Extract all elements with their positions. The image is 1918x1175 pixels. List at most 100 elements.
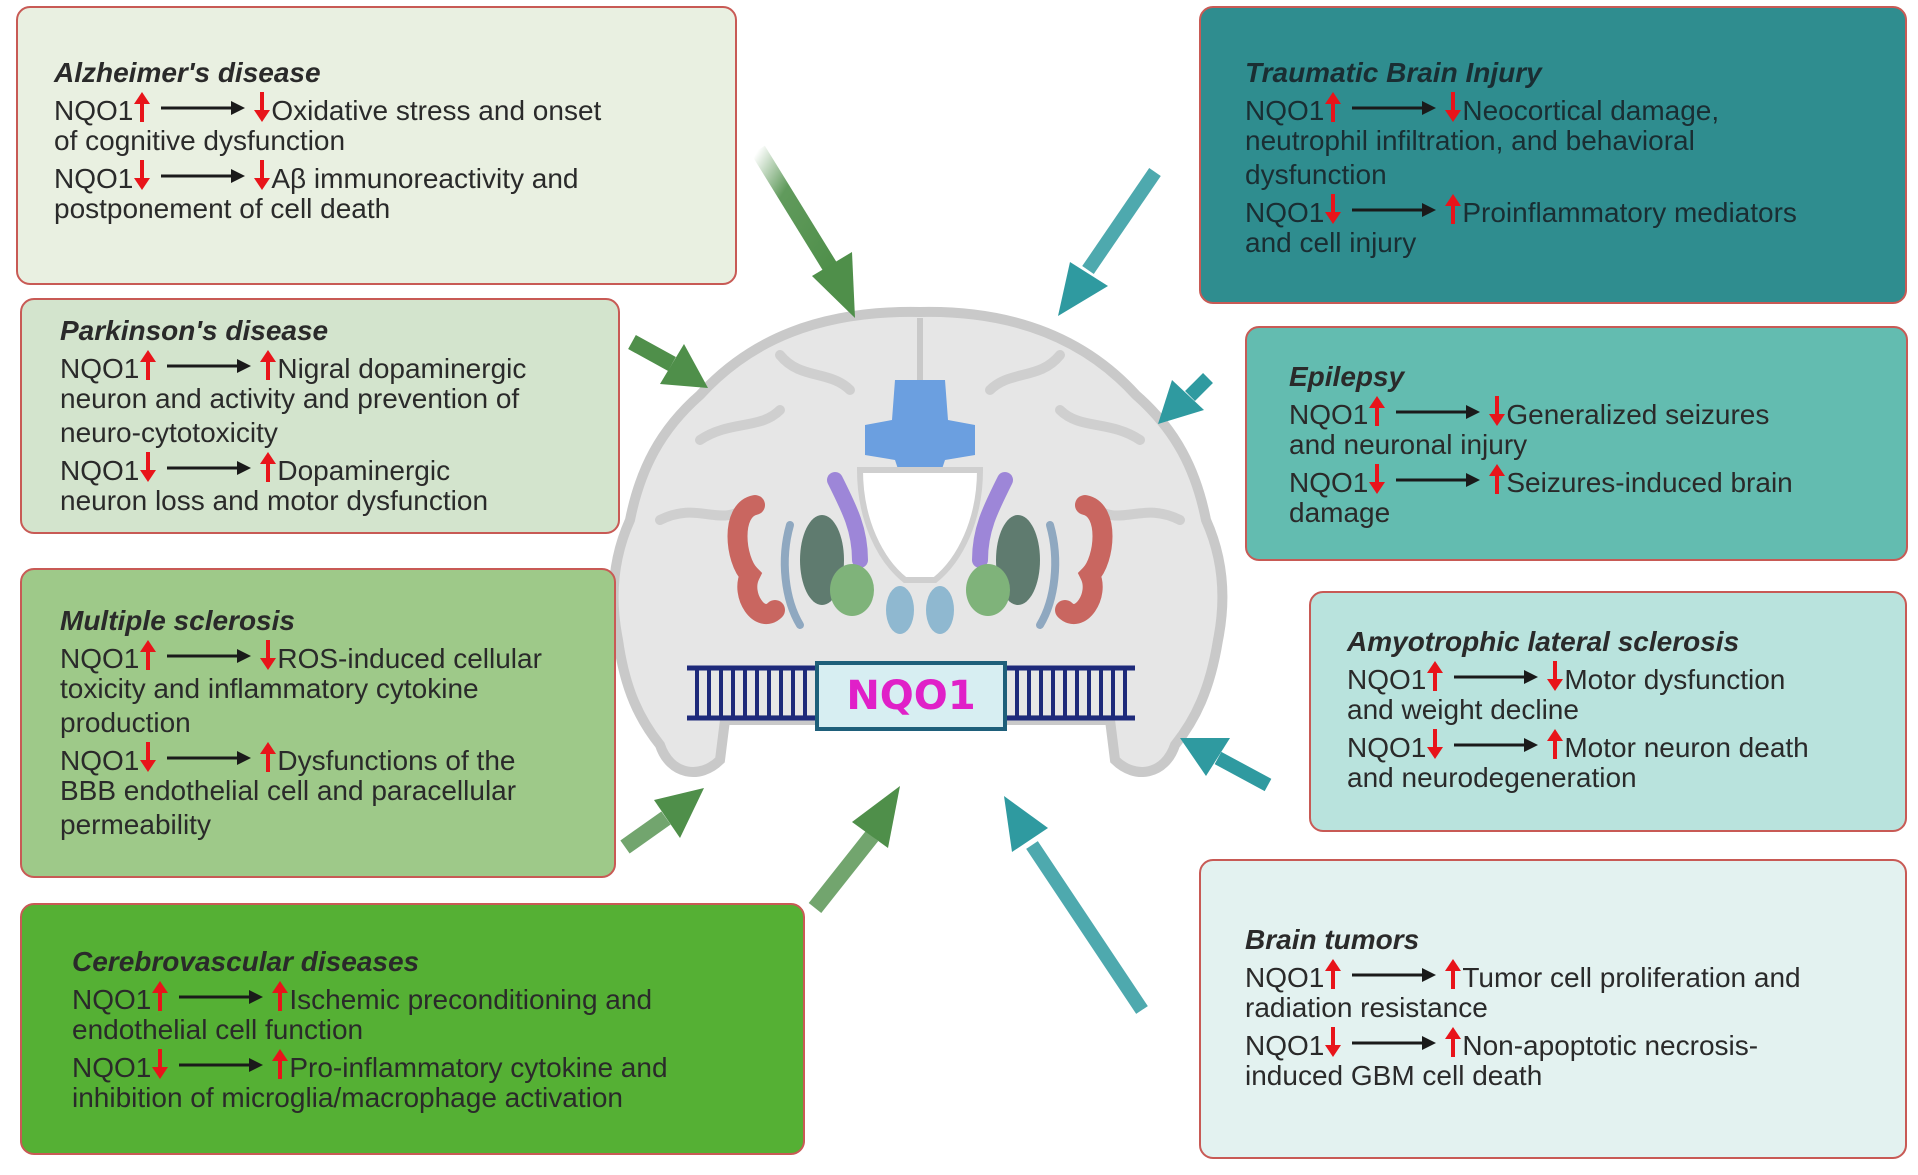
nqo1-up-arrow-icon [1324,959,1342,993]
brain-tumors-box: Brain tumors NQO1 Tumor cell proliferatio… [1199,859,1907,1159]
nqo1-down-arrow-icon [1426,729,1444,763]
box-title: Brain tumors [1245,924,1420,955]
effect-continuation-line: and weight decline [1347,694,1579,725]
effect-continuation-line: induced GBM cell death [1245,1060,1543,1091]
effect-first-line: NQO1 Neocortical damage, [1245,90,1905,126]
effect-down-arrow-icon [259,640,277,674]
effect-continuation-line: BBB endothelial cell and paracellular [60,775,517,806]
pointer-arrows-teal [1004,168,1272,1014]
effect-up-arrow-icon [271,1049,289,1083]
effect-text: Motor dysfunction [1564,664,1786,695]
connector-arrow-icon [1350,95,1438,126]
nqo1-tag: NQO1 [1245,962,1325,993]
effect-text: Oxidative stress and onset [271,95,602,126]
parkinsons-box: Parkinson's disease NQO1 Nigral dopaminer… [20,298,620,534]
nqo1-tag: NQO1 [60,455,140,486]
effect-down-arrow-icon [1488,396,1506,430]
nqo1-down-arrow-icon [1324,1027,1342,1061]
connector-arrow-icon [165,643,253,674]
connector-arrow-icon [165,745,253,776]
nqo1-up-arrow-icon [133,92,151,126]
effect-first-line: NQO1 Ischemic preconditioning and [72,979,803,1015]
effect-continuation-line: neuron loss and motor dysfunction [60,485,489,516]
effect-text: Non-apoptotic necrosis- [1462,1030,1759,1061]
connector-arrow-icon [1452,732,1540,763]
effect-continuation-line: permeability [60,809,211,840]
effect-continuation-line: postponement of cell death [54,193,391,224]
nqo1-tag: NQO1 [1245,197,1325,228]
effect-text: Ischemic preconditioning and [289,984,653,1015]
effect-text: ROS-induced cellular [277,643,542,674]
nqo1-center-label: NQO1 [846,673,976,719]
effect-text: Aβ immunoreactivity and [271,163,579,194]
nqo1-tag: NQO1 [72,984,152,1015]
effect-continuation-line: toxicity and inflammatory cytokine [60,673,479,704]
effect-up-arrow-icon [1444,1027,1462,1061]
nqo1-down-arrow-icon [1324,194,1342,228]
effect-continuation-line: damage [1289,497,1391,528]
nqo1-tag: NQO1 [54,163,134,194]
nqo1-down-arrow-icon [139,742,157,776]
connector-arrow-icon [165,455,253,486]
effect-up-arrow-icon [1546,729,1564,763]
effect-continuation-line: dysfunction [1245,159,1387,190]
effect-first-line: NQO1 Tumor cell proliferation and [1245,957,1905,993]
nqo1-tag: NQO1 [1347,732,1427,763]
effect-first-line: NQO1 Motor dysfunction [1347,659,1905,695]
box-title: Traumatic Brain Injury [1245,57,1542,88]
effect-text: Neocortical damage, [1462,95,1720,126]
nqo1-down-arrow-icon [133,160,151,194]
connector-arrow-icon [1350,962,1438,993]
nqo1-up-arrow-icon [139,640,157,674]
box-title: Multiple sclerosis [60,605,295,636]
nqo1-up-arrow-icon [151,981,169,1015]
nqo1-up-arrow-icon [1324,92,1342,126]
effect-continuation-line: neuro-cytotoxicity [60,417,278,448]
effect-text: Dopaminergic [277,455,451,486]
effect-continuation-line: radiation resistance [1245,992,1488,1023]
effect-text: Generalized seizures [1506,399,1770,430]
arrow-als-icon [1180,738,1272,792]
effect-text: Seizures-induced brain [1506,467,1793,498]
nqo1-tag: NQO1 [1245,95,1325,126]
effect-text: Nigral dopaminergic [277,353,527,384]
effect-text: Tumor cell proliferation and [1462,962,1801,993]
nqo1-tag: NQO1 [1347,664,1427,695]
effect-entry: NQO1 Seizures-induced brain damage [1289,462,1906,530]
connector-arrow-icon [1350,197,1438,228]
effect-up-arrow-icon [259,350,277,384]
nqo1-tag: NQO1 [60,745,140,776]
effect-continuation-line: and cell injury [1245,227,1417,258]
box-title: Parkinson's disease [60,315,329,346]
effect-first-line: NQO1 Seizures-induced brain [1289,462,1906,498]
connector-arrow-icon [1350,1030,1438,1061]
arrow-parkinsons-icon [628,334,708,388]
effect-first-line: NQO1 ROS-induced cellular [60,638,614,674]
effect-up-arrow-icon [259,742,277,776]
dna-icon [687,661,1135,731]
effect-up-arrow-icon [259,452,277,486]
nqo1-tag: NQO1 [1289,467,1369,498]
tbi-box: Traumatic Brain Injury NQO1 Neocortical d… [1199,6,1907,304]
nqo1-down-arrow-icon [151,1049,169,1083]
nqo1-tag: NQO1 [60,643,140,674]
brain-illustration-icon [608,306,1228,777]
connector-arrow-icon [177,1052,265,1083]
connector-arrow-icon [1394,399,1482,430]
box-title: Cerebrovascular diseases [72,946,420,977]
nqo1-tag: NQO1 [1289,399,1369,430]
effect-up-arrow-icon [1444,959,1462,993]
effect-continuation-line: and neuronal injury [1289,429,1528,460]
